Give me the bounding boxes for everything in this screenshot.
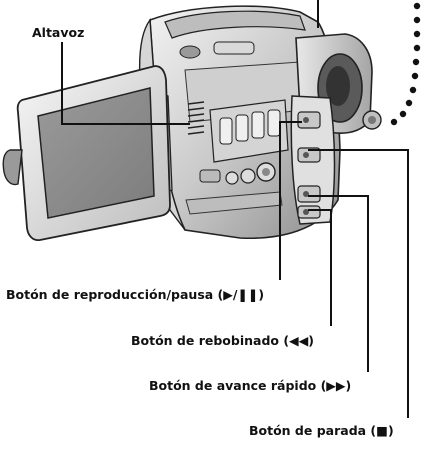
speaker-label: Altavoz [32, 25, 85, 40]
fast-forward-button-label: Botón de avance rápido (▶▶) [149, 378, 352, 393]
lcd-screen [37, 87, 155, 219]
callout-line-ff [308, 195, 369, 372]
stop-button-label: Botón de parada (■) [249, 423, 394, 438]
dotted-line-indicator [390, 2, 421, 126]
lcd-monitor [2, 65, 171, 241]
callout-line-play [279, 121, 302, 280]
button-panel [290, 95, 336, 225]
rewind-button-label: Botón de rebobinado (◀◀) [131, 333, 314, 348]
callout-line-stop [308, 149, 409, 418]
callout-lines [61, 0, 409, 418]
speaker-grille [187, 101, 205, 135]
callout-line-rewind [308, 209, 332, 326]
callout-line-speaker [61, 42, 190, 125]
control-row [185, 99, 289, 215]
play-pause-button-label: Botón de reproducción/pausa (▶/❚❚) [6, 287, 265, 302]
